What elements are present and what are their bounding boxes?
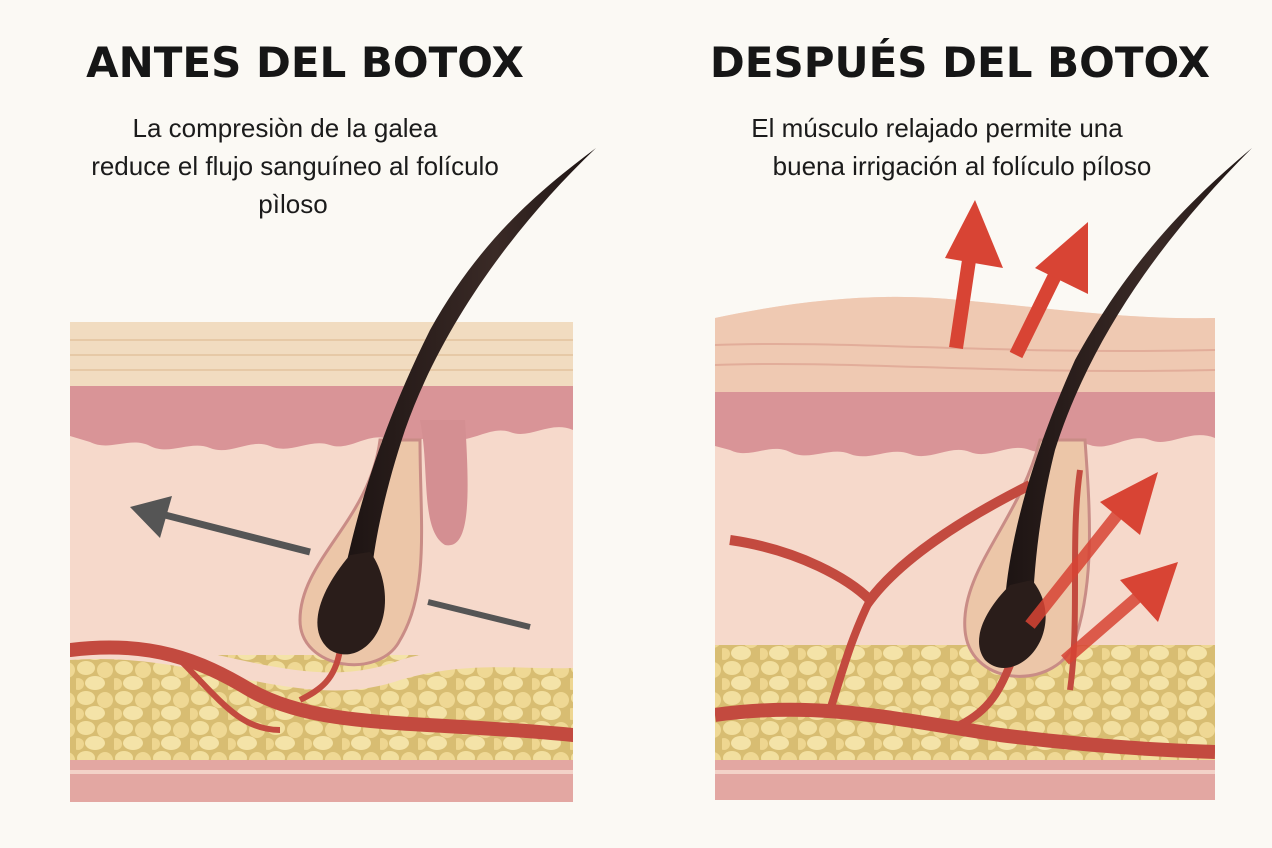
left-caption-line-3: pìloso xyxy=(258,189,327,219)
red-arrow-up-1 xyxy=(945,200,1003,350)
right-caption-line-2: buena irrigación al folículo píloso xyxy=(773,151,1152,181)
right-hair-shaft xyxy=(1005,148,1252,600)
gray-line-indicator xyxy=(427,599,531,630)
left-hair-bulb xyxy=(317,552,385,655)
gray-arrow-reduced-flow xyxy=(130,496,311,556)
right-caption-line-1: El músculo relajado permite una xyxy=(751,113,1123,143)
red-arrow-follicle-1 xyxy=(1025,472,1158,629)
left-caption-line-1: La compresiòn de la galea xyxy=(133,113,439,143)
red-arrow-follicle-2 xyxy=(1061,562,1178,665)
blood-vessel xyxy=(70,640,573,742)
dermis-wavy-layer xyxy=(715,392,1215,457)
right-hair-bulb xyxy=(979,580,1046,668)
right-skin-cross-section xyxy=(715,296,1215,800)
right-title: DESPUÉS DEL BOTOX xyxy=(710,37,1210,87)
left-skin-cross-section xyxy=(70,322,573,802)
blood-vessel xyxy=(715,702,1215,759)
red-arrow-up-2 xyxy=(1009,222,1088,359)
epidermis-layer xyxy=(715,296,1215,392)
left-title: ANTES DEL BOTOX xyxy=(86,38,524,87)
left-hair-shaft xyxy=(345,148,596,570)
left-caption-line-2: reduce el flujo sanguíneo al folículo xyxy=(91,151,499,181)
